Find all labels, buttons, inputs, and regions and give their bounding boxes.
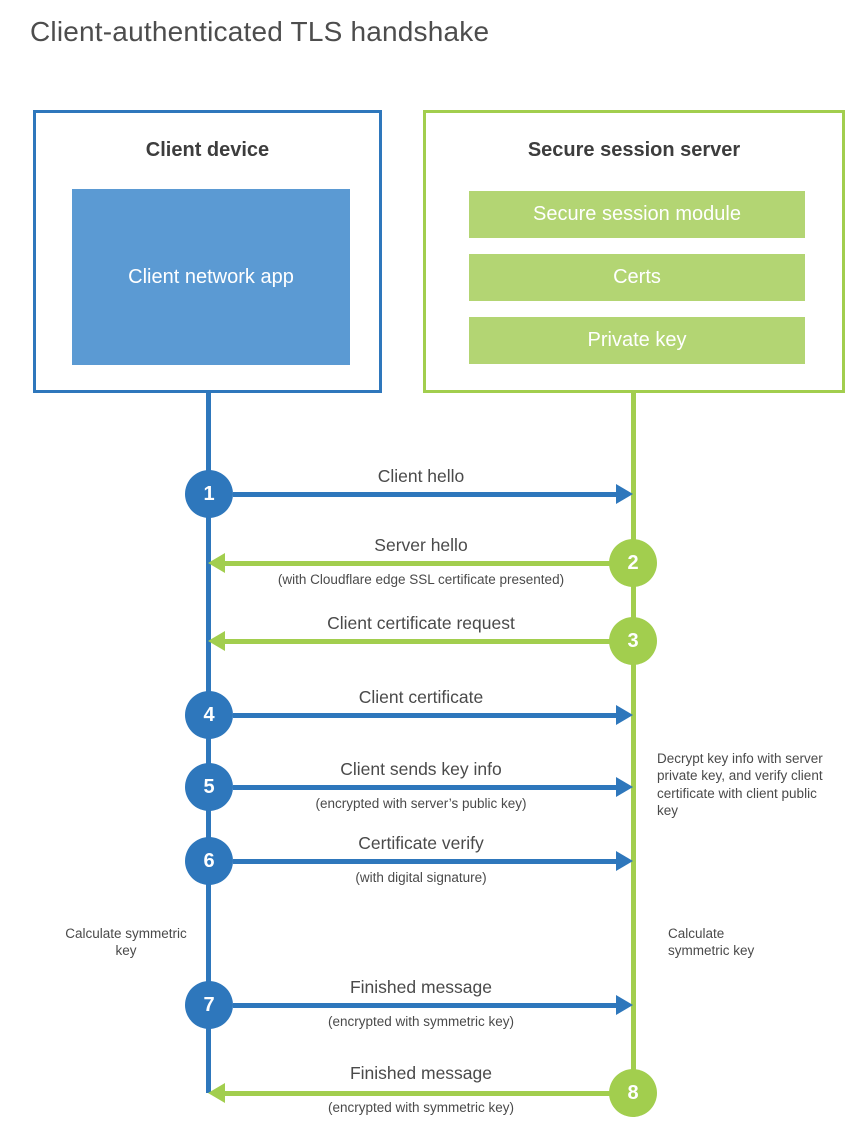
server-module-secure-session: Secure session module — [469, 191, 805, 238]
arrow-left — [222, 1091, 610, 1096]
arrow-right — [233, 492, 621, 497]
arrowhead-right-icon — [616, 705, 633, 725]
client-lifeline — [206, 393, 211, 1093]
step-3-label: Client certificate request — [327, 613, 515, 633]
step-2-label: Server hello — [374, 535, 468, 555]
server-module-certs: Certs — [469, 254, 805, 301]
step-5-badge: 5 — [185, 763, 233, 811]
secure-session-server-box: Secure session server Secure session mod… — [423, 110, 845, 393]
client-network-app-box: Client network app — [72, 189, 350, 365]
step-7-badge: 7 — [185, 981, 233, 1029]
client-device-title: Client device — [145, 139, 270, 161]
step-8-badge: 8 — [609, 1069, 657, 1117]
arrowhead-right-icon — [616, 995, 633, 1015]
step-7-label: Finished message — [349, 977, 493, 997]
client-calculate-symmetric-key-note: Calculate symmetric key — [65, 926, 187, 959]
arrow-left — [222, 639, 610, 644]
arrow-left — [222, 561, 610, 566]
step-1-badge: 1 — [185, 470, 233, 518]
arrow-right — [233, 1003, 621, 1008]
arrow-right — [233, 785, 621, 790]
step-5-label: Client sends key info — [340, 759, 502, 779]
step-6-label: Certificate verify — [358, 833, 484, 853]
step-4-label: Client certificate — [358, 687, 484, 707]
step-6-badge: 6 — [185, 837, 233, 885]
step-6-sublabel: (with digital signature) — [355, 870, 487, 885]
arrowhead-right-icon — [616, 777, 633, 797]
client-device-box: Client device Client network app — [33, 110, 382, 393]
secure-session-server-title: Secure session server — [527, 139, 741, 161]
step-2-sublabel: (with Cloudflare edge SSL certificate pr… — [277, 572, 565, 587]
server-lifeline — [631, 393, 636, 1093]
arrowhead-left-icon — [208, 553, 225, 573]
step-8-label: Finished message — [349, 1063, 493, 1083]
step-5-sublabel: (encrypted with server’s public key) — [315, 796, 527, 811]
page-title: Client-authenticated TLS handshake — [30, 16, 490, 47]
arrowhead-right-icon — [616, 851, 633, 871]
server-module-private-key: Private key — [469, 317, 805, 364]
server-decrypt-note: Decrypt key info with server private key… — [657, 751, 823, 818]
step-3-badge: 3 — [609, 617, 657, 665]
arrow-right — [233, 859, 621, 864]
server-calculate-symmetric-key-note: Calculate symmetric key — [668, 926, 755, 959]
arrowhead-right-icon — [616, 484, 633, 504]
step-7-sublabel: (encrypted with symmetric key) — [327, 1014, 515, 1029]
step-8-sublabel: (encrypted with symmetric key) — [327, 1100, 515, 1115]
arrowhead-left-icon — [208, 631, 225, 651]
step-4-badge: 4 — [185, 691, 233, 739]
step-2-badge: 2 — [609, 539, 657, 587]
client-network-app-label: Client network app — [128, 265, 294, 288]
arrowhead-left-icon — [208, 1083, 225, 1103]
arrow-right — [233, 713, 621, 718]
step-1-label: Client hello — [377, 466, 465, 486]
